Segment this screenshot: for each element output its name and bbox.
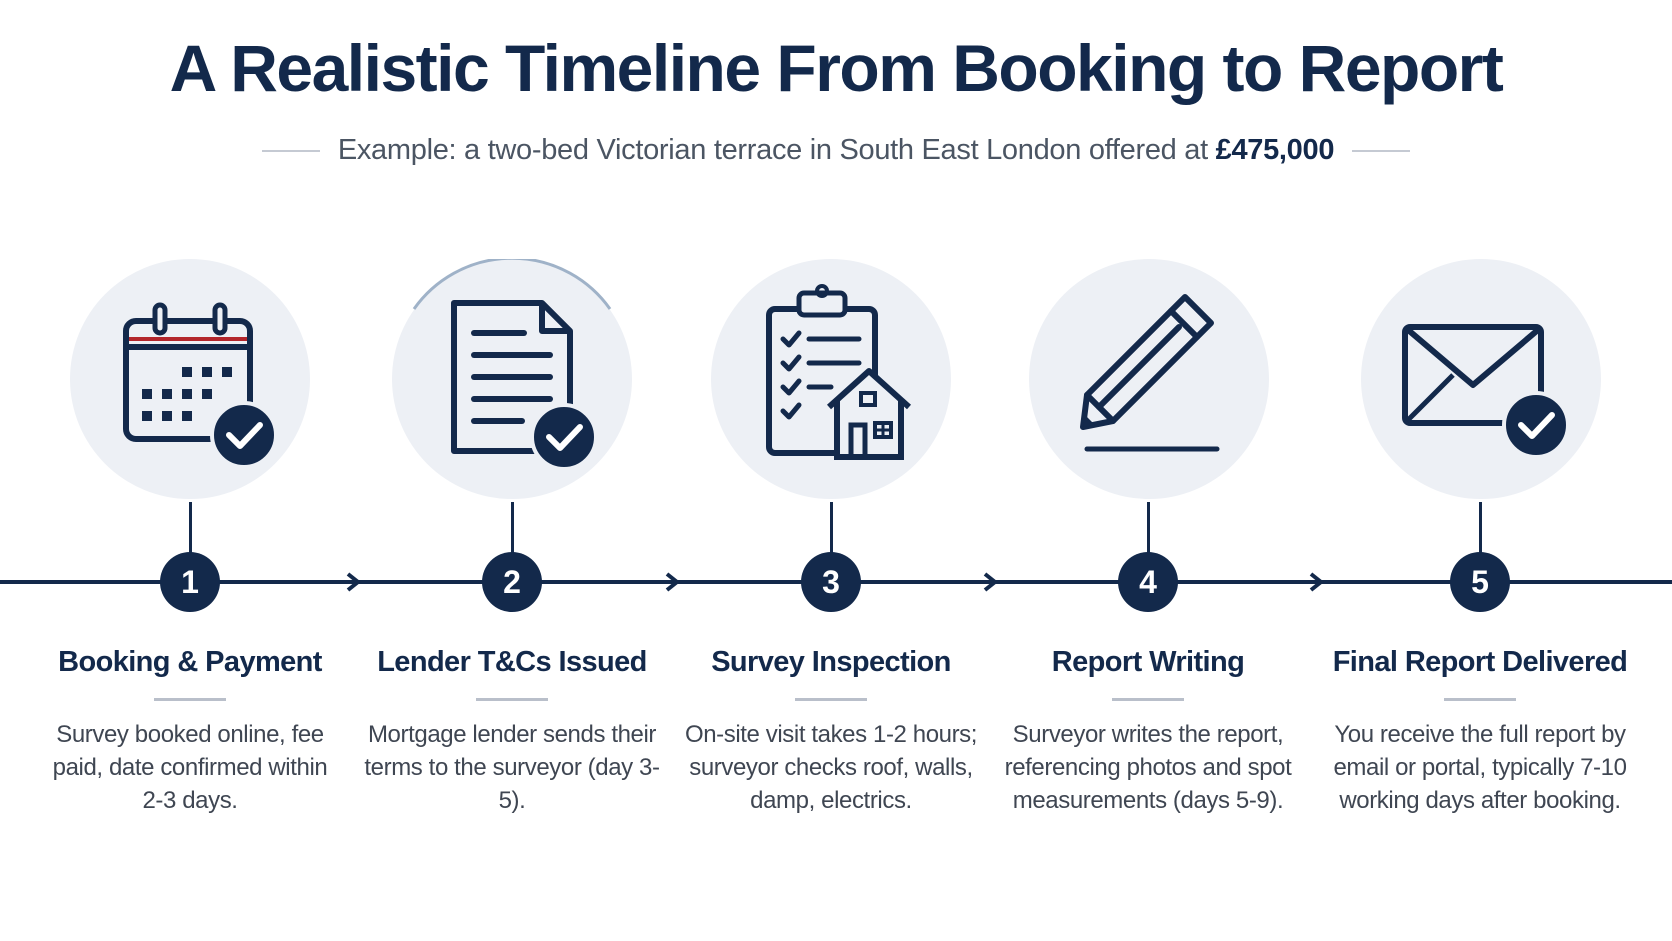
step-description: Survey booked online, fee paid, date con… [52,721,328,814]
step-number-badge: 2 [482,552,542,612]
step-title: Lender T&Cs Issued [377,646,647,678]
icon-circle [70,259,310,499]
arrow-right-icon [346,572,362,592]
subtitle-price: £475,000 [1215,134,1335,166]
step-stem [830,502,833,554]
page-title: A Realistic Timeline From Booking to Rep… [169,31,1504,105]
step-description: You receive the full report by email or … [1333,721,1627,814]
step-description: Mortgage lender sends their terms to the… [364,721,660,814]
subtitle-row: Example: a two-bed Victorian terrace in … [0,134,1672,167]
document-check-icon [412,259,612,471]
calendar-check-icon [123,302,278,469]
step-title: Booking & Payment [58,646,322,678]
step-divider [476,698,548,701]
step-description: On-site visit takes 1-2 hours; surveyor … [684,721,978,814]
step-divider [1444,698,1516,701]
step-title: Final Report Delivered [1332,646,1628,678]
step-stem [511,502,514,554]
icon-circle [1029,259,1269,499]
subtitle: Example: a two-bed Victorian terrace in … [337,134,1335,167]
step-stem [189,502,192,554]
step-number-badge: 3 [801,552,861,612]
subtitle-left-rule [261,149,320,152]
arrow-right-icon [665,572,681,592]
icon-circle [392,259,632,499]
step-number-badge: 4 [1118,552,1178,612]
step-title: Survey Inspection [711,646,951,678]
step-number-badge: 1 [160,552,220,612]
step-divider [154,698,226,701]
arrow-right-icon [1309,572,1325,592]
step-stem [1479,502,1482,554]
clipboard-house-icon [766,284,912,460]
step-title: Report Writing [1051,646,1245,678]
step-divider [795,698,867,701]
icon-circle [1361,259,1601,499]
step-description: Surveyor writes the report, referencing … [1004,721,1292,814]
subtitle-right-rule [1352,149,1411,152]
pencil-icon [1080,294,1220,452]
step-stem [1147,502,1150,554]
icon-circle [711,259,951,499]
step-number-badge: 5 [1450,552,1510,612]
step-divider [1112,698,1184,701]
arrow-right-icon [983,572,999,592]
envelope-check-icon [1402,324,1570,459]
subtitle-text: Example: a two-bed Victorian terrace in … [337,134,1208,166]
